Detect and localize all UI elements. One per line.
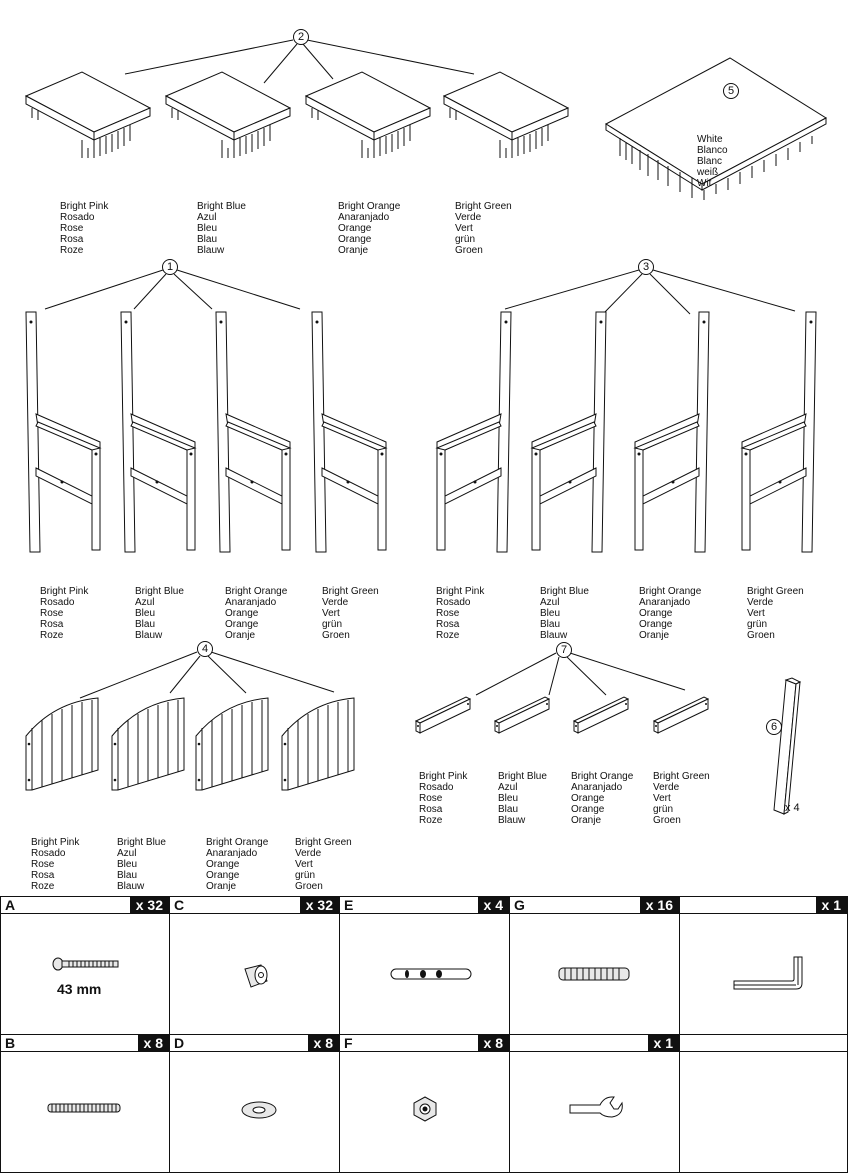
- hardware-quantity: x 8: [137, 1035, 169, 1051]
- hardware-quantity: x 1: [647, 1035, 679, 1051]
- backrest-blue: [111, 697, 185, 791]
- seat-blue: [164, 71, 292, 158]
- chair-frame-orange-right: [633, 311, 710, 553]
- hardware-cell-d: D x 8: [169, 1034, 340, 1173]
- seats-callout-lines: [44, 39, 796, 699]
- chair-frame-green-left: [311, 311, 388, 553]
- hardware-table: A x 32 43 mm C x 32 E x 4 G x 16: [0, 896, 848, 1173]
- dowel-pin-icon: [390, 968, 472, 980]
- table-leg-quantity: x 4: [785, 802, 800, 814]
- rail-pink: [414, 696, 472, 734]
- hardware-quantity: x 8: [307, 1035, 339, 1051]
- part-number-table-leg: 6: [766, 719, 782, 735]
- hardware-quantity: x 4: [477, 897, 509, 913]
- hardware-quantity: x 16: [639, 897, 679, 913]
- hardware-cell-f: F x 8: [339, 1034, 510, 1173]
- hardware-cell-b: B x 8: [0, 1034, 170, 1173]
- hardware-letter: E: [344, 897, 354, 913]
- hardware-cell-allen-key: x 1: [679, 896, 848, 1035]
- backrest-orange: [195, 697, 269, 791]
- wrench-icon: [569, 1096, 623, 1118]
- hardware-cell-wrench: x 1: [509, 1034, 680, 1173]
- hardware-cell-a: A x 32 43 mm: [0, 896, 170, 1035]
- table-top: [605, 57, 827, 200]
- hardware-letter: B: [5, 1035, 16, 1051]
- hardware-cell-c: C x 32: [169, 896, 340, 1035]
- seat-orange: [304, 71, 432, 158]
- hardware-letter: D: [174, 1035, 185, 1051]
- hardware-quantity: x 32: [129, 897, 169, 913]
- washer-icon: [241, 1101, 277, 1119]
- hex-nut-icon: [413, 1096, 437, 1122]
- rail-green: [652, 696, 710, 734]
- threaded-rod-icon: [47, 1103, 121, 1113]
- chair-frame-green-right: [740, 311, 817, 553]
- chair-frame-blue-right: [530, 311, 607, 553]
- part-number-seats: 2: [293, 29, 309, 45]
- hardware-letter: C: [174, 897, 185, 913]
- part-number-backrests: 4: [197, 641, 213, 657]
- hardware-cell-empty: [679, 1034, 848, 1173]
- part-number-chair-frames-left: 1: [162, 259, 178, 275]
- backrest-green: [281, 697, 355, 791]
- chair-frame-pink-left: [25, 311, 102, 553]
- bolt-length: 43 mm: [57, 981, 102, 997]
- part-number-rails: 7: [556, 642, 572, 658]
- rail-blue: [493, 696, 551, 734]
- hardware-letter: F: [344, 1035, 353, 1051]
- hardware-quantity: x 32: [299, 897, 339, 913]
- chair-frame-orange-left: [215, 311, 292, 553]
- seat-green: [442, 71, 570, 158]
- part-number-table-top: 5: [723, 83, 739, 99]
- barrel-nut-icon: [244, 964, 268, 988]
- rail-orange: [572, 696, 630, 734]
- bolt-icon: [52, 957, 119, 971]
- hardware-letter: G: [514, 897, 525, 913]
- allen-key-icon: [733, 956, 803, 990]
- chair-frame-blue-left: [120, 311, 197, 553]
- table-leg: [773, 677, 802, 815]
- part-number-chair-frames-right: 3: [638, 259, 654, 275]
- hardware-quantity: x 8: [477, 1035, 509, 1051]
- hardware-letter: A: [5, 897, 16, 913]
- hardware-quantity: x 1: [815, 897, 847, 913]
- hardware-cell-g: G x 16: [509, 896, 680, 1035]
- backrest-pink: [25, 697, 99, 791]
- chair-frame-pink-right: [435, 311, 512, 553]
- seat-pink: [24, 71, 152, 158]
- hardware-cell-e: E x 4: [339, 896, 510, 1035]
- wooden-dowel-icon: [558, 967, 630, 981]
